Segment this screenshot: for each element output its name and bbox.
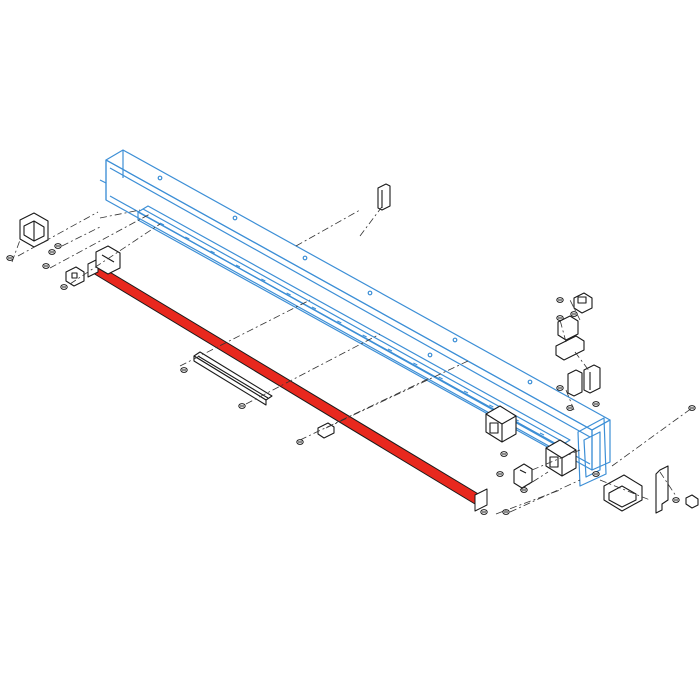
rail-hole: [387, 348, 393, 352]
leader-line: [495, 489, 561, 515]
rail-hole: [235, 264, 241, 268]
screw-icon: [54, 243, 62, 249]
carriage-block-1[interactable]: [485, 405, 517, 443]
screw-icon: [238, 403, 246, 409]
screw-icon: [556, 315, 564, 321]
screw-icon: [592, 471, 600, 477]
cover-strip[interactable]: [87, 258, 488, 512]
left-end-bracket[interactable]: [19, 212, 121, 287]
rail-hole: [438, 376, 443, 380]
rail-hole: [210, 250, 215, 254]
leader-line: [11, 239, 21, 263]
screw-icon: [480, 509, 488, 515]
rail-hole: [362, 334, 367, 338]
leader-line: [519, 471, 549, 491]
rail-hole: [159, 222, 165, 226]
screw-icon: [570, 311, 578, 317]
leader-line: [569, 299, 581, 321]
leader-line: [611, 407, 693, 467]
sensor-assembly[interactable]: [555, 292, 601, 397]
screw-icon: [500, 451, 508, 457]
screw-icon: [502, 509, 510, 515]
rail-hole: [539, 432, 545, 436]
rail-hole: [286, 292, 291, 296]
rail-hole: [261, 278, 266, 282]
leader-line: [17, 211, 99, 257]
leader-line: [531, 449, 581, 471]
screw-icon: [42, 263, 50, 269]
leader-line: [565, 389, 575, 411]
leader-line: [574, 351, 591, 373]
screw-icon: [520, 487, 528, 493]
leader-line: [49, 213, 151, 269]
leader-line: [509, 479, 581, 513]
rail-hole: [185, 236, 190, 240]
leader-line: [659, 471, 677, 497]
screw-icon: [296, 439, 304, 445]
leader-line: [179, 299, 311, 367]
screw-icon: [592, 401, 600, 407]
leader-line: [61, 225, 103, 247]
leader-line: [559, 319, 567, 343]
screw-icon: [60, 284, 68, 290]
leader-line: [99, 209, 141, 219]
rail-hole: [489, 404, 494, 408]
rail-hole: [311, 306, 317, 310]
screw-icon: [556, 297, 564, 303]
screw-icon: [496, 471, 504, 477]
rail-mounting-holes: [159, 222, 545, 436]
leader-line: [599, 479, 651, 501]
leader-line: [295, 209, 361, 247]
rail-hole: [413, 362, 418, 366]
screw-icon: [180, 367, 188, 373]
carriage-blocks[interactable]: [485, 405, 577, 477]
rail-hole: [463, 390, 469, 394]
screw-icon: [556, 385, 564, 391]
leader-line: [325, 359, 471, 429]
rail-hole: [337, 320, 342, 324]
right-end-bracket[interactable]: [317, 183, 699, 514]
fasteners[interactable]: [6, 243, 696, 515]
screw-icon: [48, 249, 56, 255]
leader-line: [359, 203, 385, 237]
leader-line: [245, 333, 381, 405]
leader-line: [69, 223, 161, 285]
assembly-leader-lines: [11, 203, 693, 515]
screw-icon: [672, 497, 680, 503]
slide-bar[interactable]: [193, 351, 273, 406]
leader-line: [299, 377, 431, 441]
screw-icon: [6, 255, 14, 261]
